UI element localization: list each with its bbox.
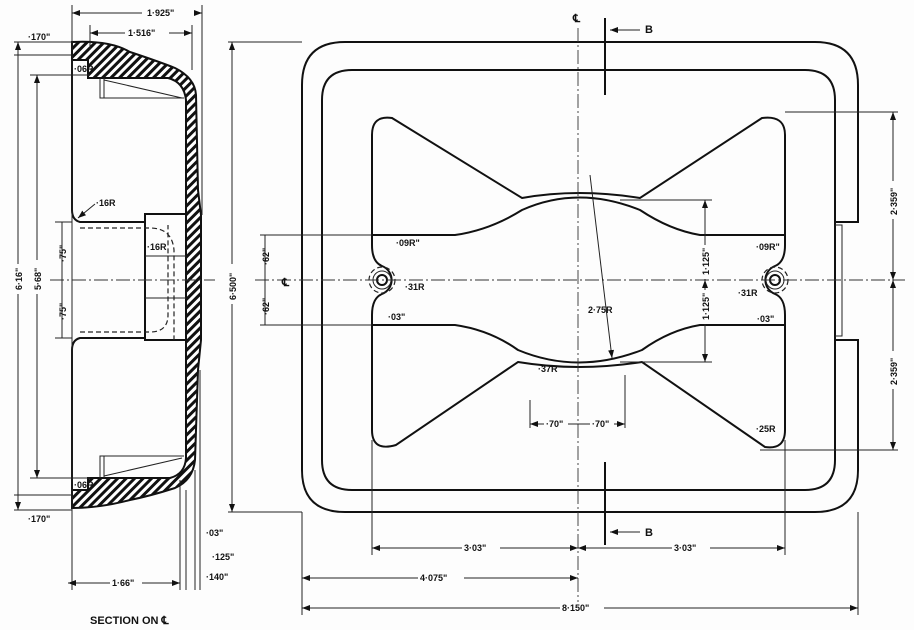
- dim-fillet-top: ·06R: [74, 64, 94, 74]
- section-rib-bottom: [99, 455, 184, 478]
- inner-rim: [321, 69, 836, 491]
- dim-pitch-right: ·70": [592, 419, 609, 429]
- dim-wall-c: ·140": [206, 572, 228, 582]
- dim-lens-radius: 2·75R: [588, 305, 613, 315]
- dim-lower-half: 2·359": [889, 358, 899, 385]
- dim-wing-radius: ·37R: [538, 364, 558, 374]
- dim-wall-b: ·125": [212, 552, 234, 562]
- dim-right-span: 3·03": [674, 543, 696, 553]
- dim-fillet-bottom: ·06R: [74, 480, 94, 490]
- dim-wall-a: ·03": [206, 528, 223, 538]
- dim-boss-radius-right: ·31R: [738, 288, 758, 298]
- dim-corner-radius: ·25R: [756, 424, 776, 434]
- centerline-label-top: ℄: [572, 13, 581, 25]
- section-rib-top: [99, 78, 184, 99]
- dim-notch-radius-right: ·09R": [756, 242, 780, 252]
- dim-overall-height: 6·16": [14, 268, 24, 290]
- dim-left-span: 3·03": [464, 543, 486, 553]
- dim-width: 8·150": [562, 603, 589, 613]
- section-title: SECTION ON ℄: [90, 615, 170, 627]
- dim-radius-b: ·16R: [147, 242, 167, 252]
- dim-lens-upper: 1·125": [701, 248, 711, 275]
- section-marker-top: B: [645, 24, 653, 36]
- dim-flange-top: ·170": [28, 32, 50, 42]
- section-boss: [144, 213, 187, 341]
- dim-inner-depth: 1·516": [128, 28, 155, 38]
- section-view: 1·925" 1·516" ·170" ·06R ·06R ·170" ·16R…: [13, 5, 234, 627]
- dim-boss-lower: ·75": [58, 303, 68, 320]
- section-inner-profile: [71, 60, 145, 490]
- dim-notch-radius-left: ·09R": [396, 238, 420, 248]
- dim-overall-depth: 1·925": [147, 8, 174, 18]
- dim-base-depth: 1·66": [112, 578, 134, 588]
- dim-upper-half: 2·359": [889, 188, 899, 215]
- dim-slot-upper: ·62": [261, 248, 271, 265]
- outer-rim: [301, 41, 859, 513]
- dim-pitch-left: ·70": [546, 419, 563, 429]
- dim-offset-right: ·03": [757, 314, 774, 324]
- dim-offset-left: ·03": [388, 312, 405, 322]
- dim-height: 6·500": [228, 273, 238, 300]
- dim-inner-height: 5·68": [33, 268, 43, 290]
- plan-view: ℄ ℄ B B 6·500" 8·150" 4·075": [227, 13, 905, 615]
- section-marker-bottom: B: [645, 527, 653, 539]
- dim-boss-radius-left: ·31R: [405, 282, 425, 292]
- dim-flange-bottom: ·170": [28, 514, 50, 524]
- dim-lens-lower: 1·125": [701, 293, 711, 320]
- section-wall-hatched: [71, 40, 202, 510]
- dim-half-width: 4·075": [420, 573, 447, 583]
- dim-boss-upper: ·75": [58, 245, 68, 262]
- centerline-label-left: ℄: [281, 277, 290, 289]
- dim-slot-lower: ·62": [261, 298, 271, 315]
- dim-radius-a: ·16R: [96, 198, 116, 208]
- cavity-outline: [371, 116, 786, 449]
